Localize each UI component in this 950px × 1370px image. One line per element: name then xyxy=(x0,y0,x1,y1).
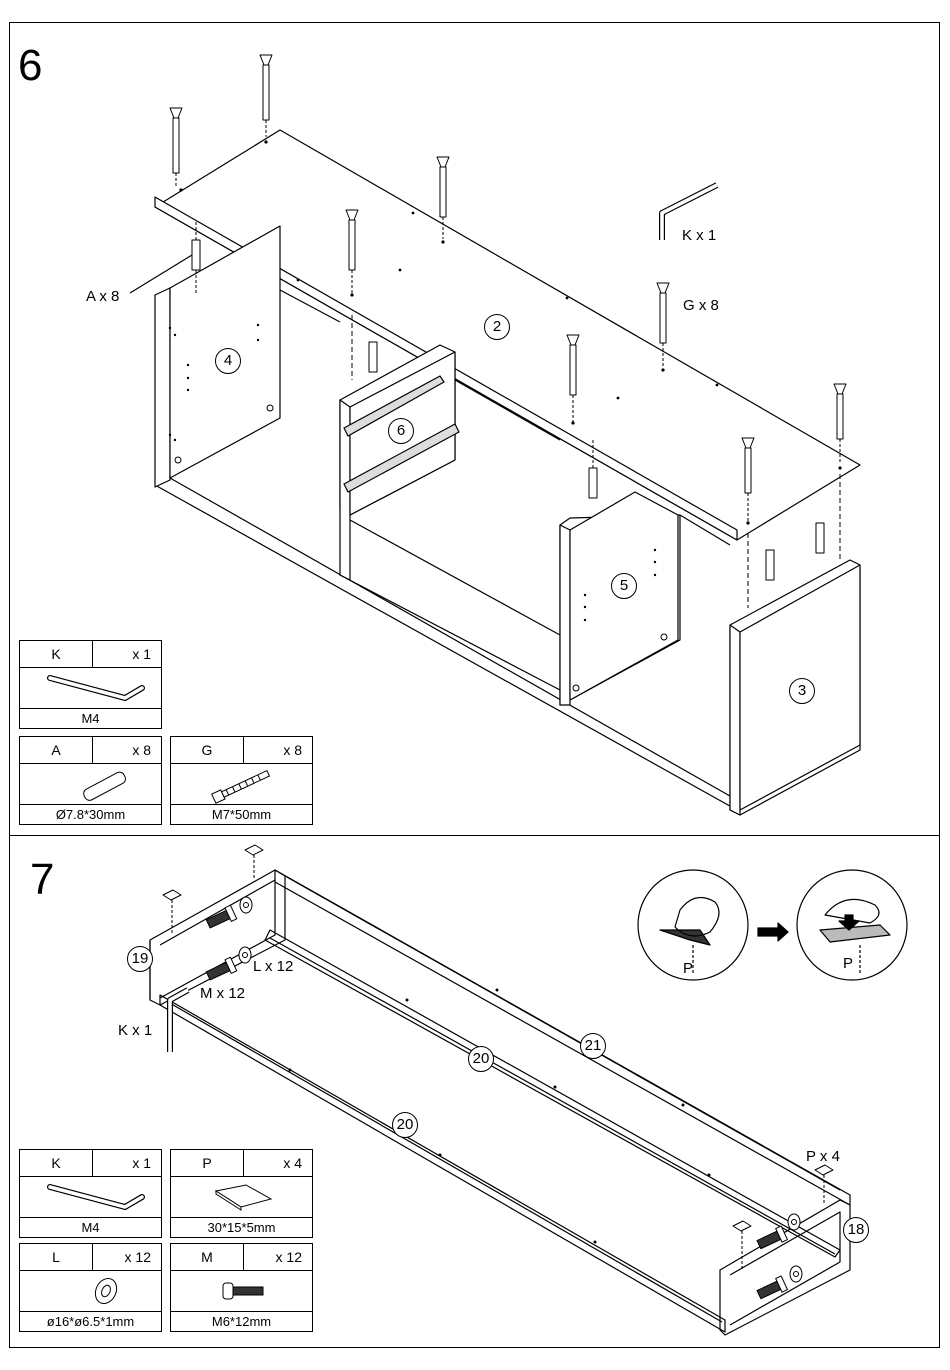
panel-6-label: 6 xyxy=(388,418,414,444)
part-size: M4 xyxy=(20,1217,161,1237)
rail-20-label-front: 20 xyxy=(392,1112,418,1138)
part-qty: x 12 xyxy=(276,1244,302,1270)
washer-callout: L x 12 xyxy=(253,958,293,975)
step7-number: 7 xyxy=(30,858,54,902)
part-qty: x 12 xyxy=(125,1244,151,1270)
step6-number: 6 xyxy=(18,44,42,88)
felt-pad-icon xyxy=(171,1177,314,1219)
washer-icon xyxy=(20,1271,163,1313)
rail-20-label-middle: 20 xyxy=(468,1046,494,1072)
dowel-callout: A x 8 xyxy=(86,288,119,305)
part-code: A xyxy=(20,737,93,763)
part-qty: x 1 xyxy=(132,1150,151,1176)
part-qty: x 8 xyxy=(283,737,302,763)
part-qty: x 8 xyxy=(132,737,151,763)
bolt-icon xyxy=(171,1271,314,1313)
panel-2-label: 2 xyxy=(484,314,510,340)
allen-key-icon xyxy=(20,668,163,710)
part-code: M xyxy=(171,1244,244,1270)
part-qty: x 1 xyxy=(132,641,151,667)
allen-key-icon xyxy=(20,1177,163,1219)
pad-inset-label-1: P xyxy=(683,960,693,977)
part-code: L xyxy=(20,1244,93,1270)
pad-callout: P x 4 xyxy=(806,1148,840,1165)
panel-4-label: 4 xyxy=(215,348,241,374)
panel-3-label: 3 xyxy=(789,678,815,704)
part-code: K xyxy=(20,641,93,667)
dowel-icon xyxy=(20,764,163,806)
screw-icon xyxy=(171,764,314,806)
part-size: Ø7.8*30mm xyxy=(20,804,161,824)
bolt-callout: M x 12 xyxy=(200,985,245,1002)
part-size: M7*50mm xyxy=(171,804,312,824)
panel-5-label: 5 xyxy=(611,573,637,599)
part-code: G xyxy=(171,737,244,763)
rail-21-label: 21 xyxy=(580,1033,606,1059)
frame-18-label: 18 xyxy=(843,1217,869,1243)
part-size: 30*15*5mm xyxy=(171,1217,312,1237)
allen-key-callout: K x 1 xyxy=(682,227,716,244)
part-size: M4 xyxy=(20,708,161,728)
allen-key-callout: K x 1 xyxy=(118,1022,152,1039)
part-size: ø16*ø6.5*1mm xyxy=(20,1311,161,1331)
step-divider xyxy=(9,835,940,836)
pad-inset-label-2: P xyxy=(843,955,853,972)
screw-callout: G x 8 xyxy=(683,297,719,314)
part-code: K xyxy=(20,1150,93,1176)
frame-19-label: 19 xyxy=(127,946,153,972)
part-code: P xyxy=(171,1150,244,1176)
part-qty: x 4 xyxy=(283,1150,302,1176)
part-size: M6*12mm xyxy=(171,1311,312,1331)
